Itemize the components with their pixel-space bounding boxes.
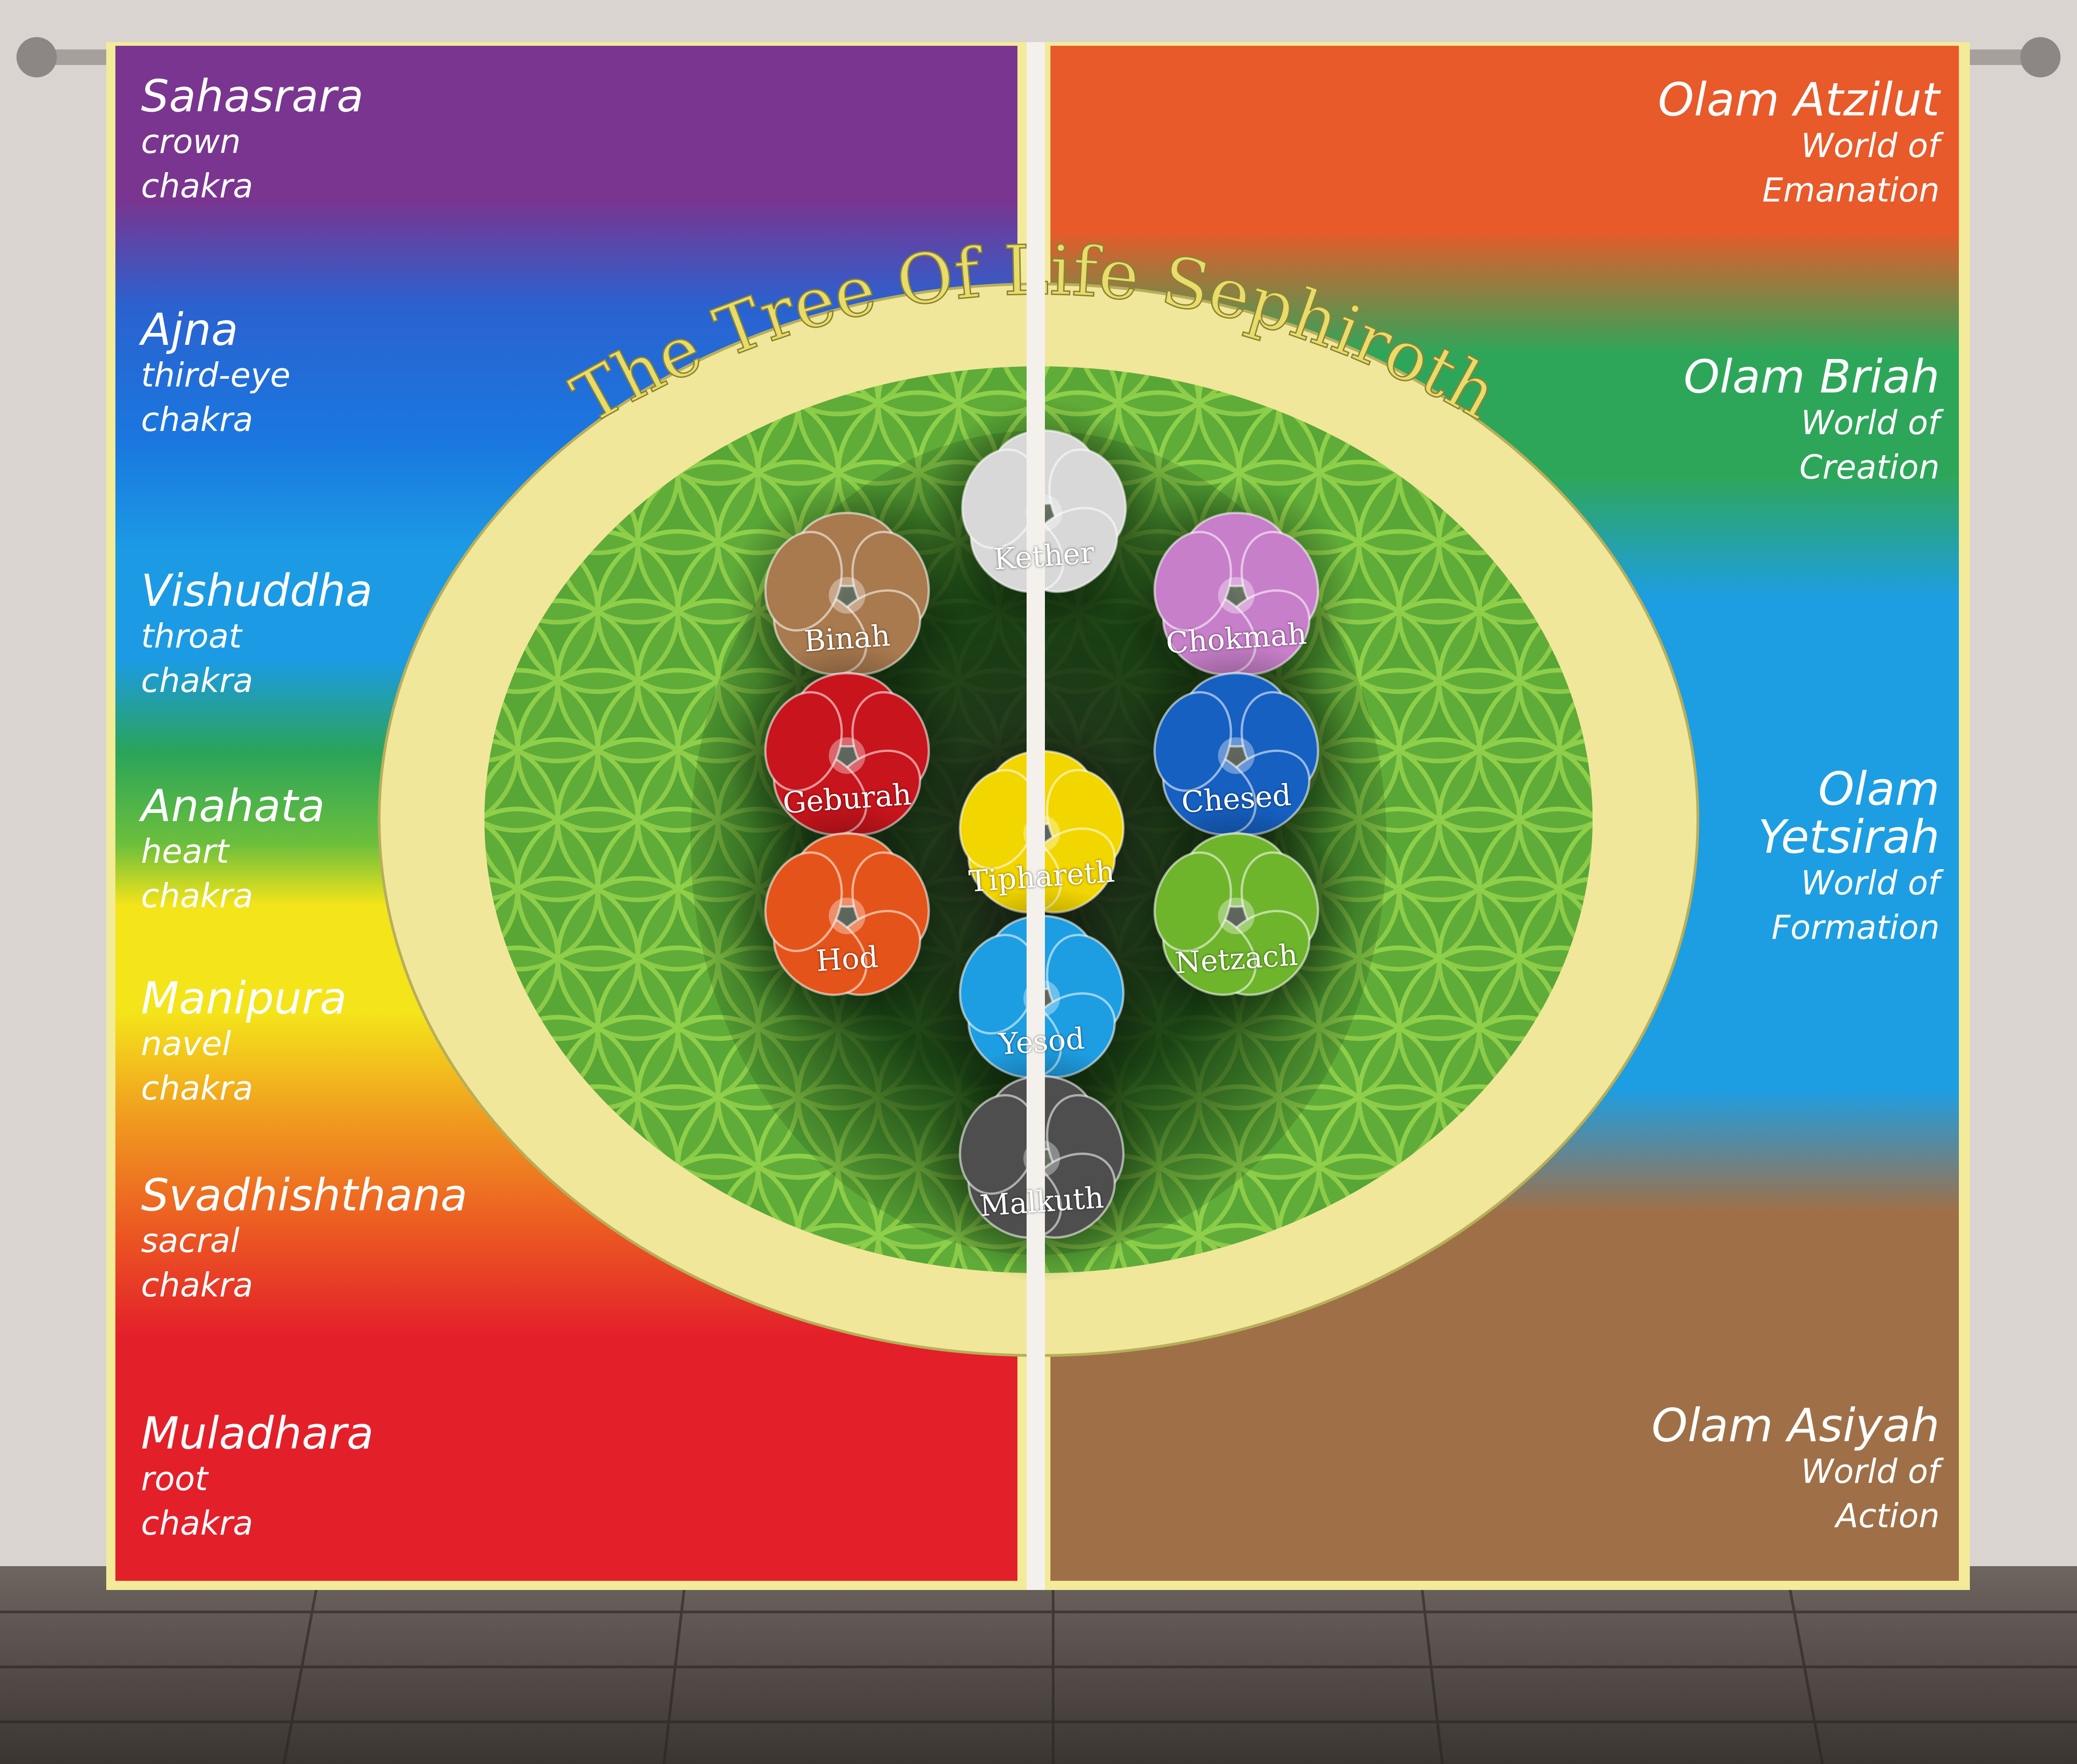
chakra-name: Muladhara xyxy=(141,1408,374,1459)
flower-petal xyxy=(1153,531,1232,632)
world-sub: World of xyxy=(1801,1452,1940,1491)
world-name-line2: Yetsirah xyxy=(1758,810,1940,864)
chakra-sub: chakra xyxy=(141,1265,253,1304)
flower-center xyxy=(829,737,865,774)
sephira-label-binah: Binah xyxy=(803,619,892,659)
chakra-label-manipura: Manipura navel chakra xyxy=(141,975,347,1111)
chakra-label-vishuddha: Vishuddha throat chakra xyxy=(141,568,373,703)
wood-floor xyxy=(0,1566,2077,1764)
flower-center xyxy=(829,577,865,614)
flower-petal xyxy=(764,691,843,792)
flower-center xyxy=(1218,898,1255,934)
world-sub: World of xyxy=(1801,126,1940,165)
chakra-sub: crown xyxy=(141,122,241,161)
chakra-label-muladhara: Muladhara root chakra xyxy=(141,1410,374,1546)
chakra-label-sahasrara: Sahasrara crown chakra xyxy=(141,73,364,208)
world-name: Olam Briah xyxy=(1683,350,1940,403)
world-name: Olam Asiyah xyxy=(1651,1399,1940,1452)
chakra-label-ajna: Ajna third-eye chakra xyxy=(141,307,290,442)
chakra-sub: throat xyxy=(141,616,242,655)
world-label-yetsirah: Olam Yetsirah World of Formation xyxy=(1758,765,1940,950)
chakra-sub: chakra xyxy=(141,661,253,700)
world-sub: World of xyxy=(1801,864,1940,902)
chakra-sub: chakra xyxy=(141,1503,253,1542)
flower-petal xyxy=(1153,851,1232,953)
chakra-name: Svadhishthana xyxy=(141,1170,468,1221)
chakra-sub: heart xyxy=(141,832,229,871)
chakra-name: Anahata xyxy=(141,780,325,832)
sephira-label-hod: Hod xyxy=(815,940,880,979)
chakra-sub: root xyxy=(141,1459,208,1498)
world-sub: World of xyxy=(1801,403,1940,442)
sephira-flower-netzach xyxy=(1153,832,1319,996)
flower-petal xyxy=(764,851,843,953)
chakra-name: Manipura xyxy=(141,973,347,1024)
world-label-atzilut: Olam Atzilut World of Emanation xyxy=(1658,76,1940,212)
chakra-name: Sahasrara xyxy=(141,71,364,122)
world-sub: Formation xyxy=(1771,908,1940,947)
chakra-name: Vishuddha xyxy=(141,565,373,616)
chakra-sub: navel xyxy=(141,1024,231,1063)
world-name: Olam Atzilut xyxy=(1658,73,1940,126)
chakra-sub: sacral xyxy=(141,1221,239,1260)
chakra-sub: third-eye xyxy=(141,355,291,394)
world-label-briah: Olam Briah World of Creation xyxy=(1684,353,1940,490)
curtain-gap xyxy=(1027,42,1045,1590)
world-sub: Action xyxy=(1836,1497,1940,1535)
chakra-sub: chakra xyxy=(141,876,253,915)
chakra-label-svadhishthana: Svadhishthana sacral chakra xyxy=(141,1172,468,1307)
chakra-sub: chakra xyxy=(141,400,253,439)
chakra-sub: chakra xyxy=(141,166,253,205)
world-name: Olam xyxy=(1818,762,1940,816)
chakra-sub: chakra xyxy=(141,1068,253,1107)
world-label-asiyah: Olam Asiyah World of Action xyxy=(1652,1401,1940,1538)
world-sub: Creation xyxy=(1799,448,1940,487)
sephira-flower-hod xyxy=(764,832,930,996)
flower-center xyxy=(1218,737,1255,774)
chakra-name: Ajna xyxy=(141,304,239,355)
flower-center xyxy=(829,898,865,934)
sephira-label-yesod: Yesod xyxy=(998,1022,1086,1062)
sephira-label-kether: Kether xyxy=(992,536,1096,577)
world-sub: Emanation xyxy=(1762,171,1940,210)
flower-petal xyxy=(764,531,843,632)
flower-petal xyxy=(1153,691,1232,792)
chakra-label-anahata: Anahata heart chakra xyxy=(141,783,325,918)
flower-center xyxy=(1218,577,1255,614)
